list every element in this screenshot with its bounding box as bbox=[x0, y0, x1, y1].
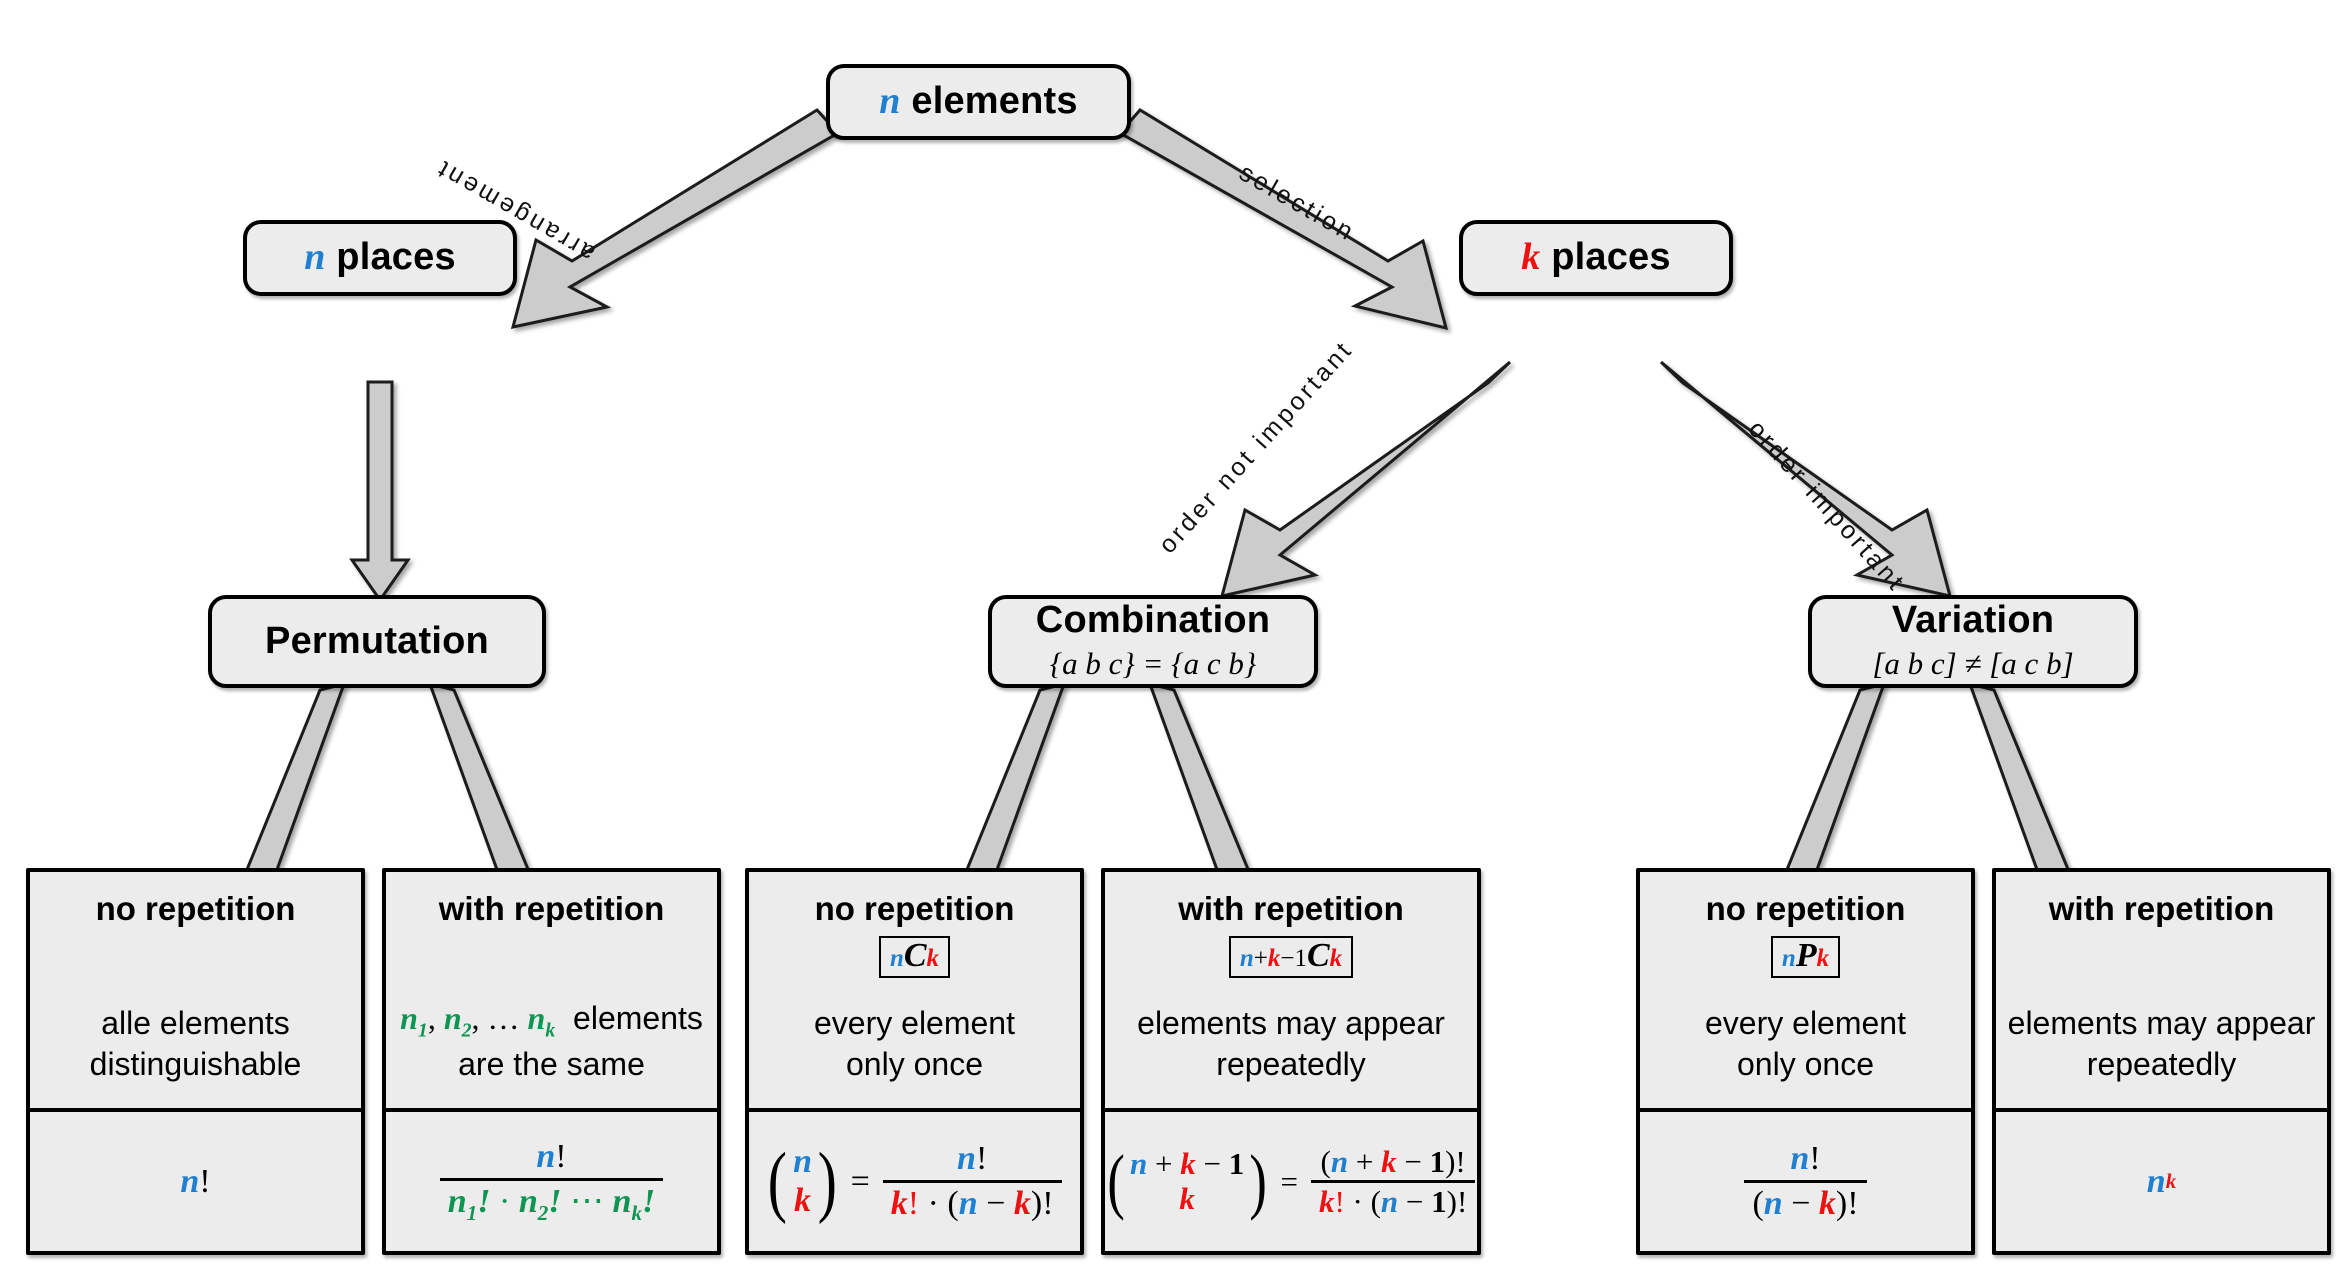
leaf-formula: n! n1! · n2! ⋯ nk! bbox=[386, 1112, 717, 1251]
leaf-top: no repetition nPk every element only onc… bbox=[1640, 872, 1971, 1112]
leaf-description: elements may appear repeatedly bbox=[1105, 1003, 1477, 1086]
node-variation-title: Variation bbox=[1891, 598, 2055, 641]
leaf-desc-line2: only once bbox=[846, 1046, 983, 1083]
leaf-desc-line2: distinguishable bbox=[89, 1046, 302, 1083]
edge-label-order-important: order important bbox=[1742, 415, 1912, 598]
leaf-top: with repetition n+k−1Ck elements may app… bbox=[1105, 872, 1477, 1112]
leaf-formula: n! (n − k)! bbox=[1640, 1112, 1971, 1251]
leaf-formula: ( n + k − 1 k ) = (n + k − 1)! k! · (n −… bbox=[1105, 1112, 1477, 1251]
leaf-description: elements may appear repeatedly bbox=[1996, 1003, 2327, 1086]
node-variation-subtitle: [a b c] ≠ [a c b] bbox=[1872, 646, 2074, 682]
leaf-top: with repetition n1, n2, … nk elements ar… bbox=[386, 872, 717, 1112]
edge-label-order-not-important: order not important bbox=[1153, 335, 1359, 559]
node-k-places-title: k places bbox=[1521, 236, 1671, 279]
leaf-symbol-nPk: nPk bbox=[1770, 935, 1841, 978]
symbol-n: n bbox=[879, 80, 901, 123]
node-permutation-title: Permutation bbox=[265, 619, 489, 662]
leaf-variation-with-repetition[interactable]: with repetition elements may appear repe… bbox=[1992, 868, 2331, 1255]
node-k-places[interactable]: k places bbox=[1459, 220, 1733, 296]
edge-selection bbox=[1117, 108, 1449, 331]
leaf-desc-line2: are the same bbox=[458, 1046, 645, 1083]
node-n-elements[interactable]: n elements bbox=[826, 64, 1131, 140]
node-combination-title: Combination bbox=[1035, 598, 1271, 641]
binomial-n-plus-k-minus-1-choose-k: ( n + k − 1 k ) bbox=[1107, 1140, 1268, 1222]
leaf-desc-line2: only once bbox=[1737, 1046, 1874, 1083]
node-combination-subtitle: {a b c} = {a c b} bbox=[1049, 646, 1257, 682]
node-n-elements-title: n elements bbox=[879, 80, 1078, 123]
leaf-desc-line1: elements may appear bbox=[1137, 1004, 1445, 1041]
leaf-variation-no-repetition[interactable]: no repetition nPk every element only onc… bbox=[1636, 868, 1975, 1255]
leaf-head: with repetition bbox=[438, 890, 665, 927]
leaf-desc-line2: repeatedly bbox=[1216, 1046, 1366, 1083]
node-k-places-text: places bbox=[1551, 236, 1671, 279]
leaf-desc-line1: every element bbox=[1705, 1004, 1906, 1041]
leaf-description: n1, n2, … nk elements are the same bbox=[386, 998, 717, 1086]
symbol-n: n bbox=[304, 236, 326, 279]
symbol-k: k bbox=[1521, 236, 1541, 279]
leaf-head: with repetition bbox=[1178, 890, 1404, 927]
leaf-description: every element only once bbox=[749, 1003, 1080, 1086]
edge-label-selection: selection bbox=[1234, 158, 1361, 248]
leaf-top: no repetition alle elements distinguisha… bbox=[30, 872, 361, 1112]
leaf-head: no repetition bbox=[814, 890, 1015, 927]
leaf-combination-no-repetition[interactable]: no repetition nCk every element only onc… bbox=[745, 868, 1084, 1255]
leaf-permutation-no-repetition[interactable]: no repetition alle elements distinguisha… bbox=[26, 868, 365, 1255]
leaf-description: every element only once bbox=[1640, 1003, 1971, 1086]
leaf-head: no repetition bbox=[1705, 890, 1906, 927]
leaf-desc-line1: every element bbox=[814, 1004, 1015, 1041]
leaf-head: with repetition bbox=[2048, 890, 2275, 927]
leaf-desc-line1: n1, n2, … nk elements bbox=[400, 1000, 703, 1042]
leaf-formula: n! bbox=[180, 1162, 211, 1200]
edge-order-not-important bbox=[1219, 360, 1512, 599]
leaf-combination-with-repetition[interactable]: with repetition n+k−1Ck elements may app… bbox=[1101, 868, 1481, 1255]
node-variation[interactable]: Variation [a b c] ≠ [a c b] bbox=[1808, 595, 2138, 688]
leaf-top: no repetition nCk every element only onc… bbox=[749, 872, 1080, 1112]
edge-arrangement bbox=[510, 108, 841, 329]
node-n-places-title: n places bbox=[304, 236, 456, 279]
leaf-desc-line2: repeatedly bbox=[2086, 1046, 2237, 1083]
leaf-desc-line1: elements may appear bbox=[2007, 1004, 2316, 1041]
node-n-places-text: places bbox=[336, 236, 456, 279]
node-n-elements-text: elements bbox=[911, 80, 1078, 123]
node-combination[interactable]: Combination {a b c} = {a c b} bbox=[988, 595, 1318, 688]
leaf-symbol-n-plus-k-minus-1-C-k: n+k−1Ck bbox=[1228, 935, 1354, 978]
leaf-top: with repetition elements may appear repe… bbox=[1996, 872, 2327, 1112]
leaf-desc-line1: alle elements bbox=[101, 1004, 290, 1041]
leaf-description: alle elements distinguishable bbox=[30, 1003, 361, 1086]
leaf-symbol-nCk: nCk bbox=[878, 935, 951, 978]
leaf-permutation-with-repetition[interactable]: with repetition n1, n2, … nk elements ar… bbox=[382, 868, 721, 1255]
edge-n-places-to-permutation bbox=[349, 380, 411, 603]
node-n-places[interactable]: n places bbox=[243, 220, 517, 296]
leaf-head: no repetition bbox=[95, 890, 296, 927]
node-permutation[interactable]: Permutation bbox=[208, 595, 546, 688]
